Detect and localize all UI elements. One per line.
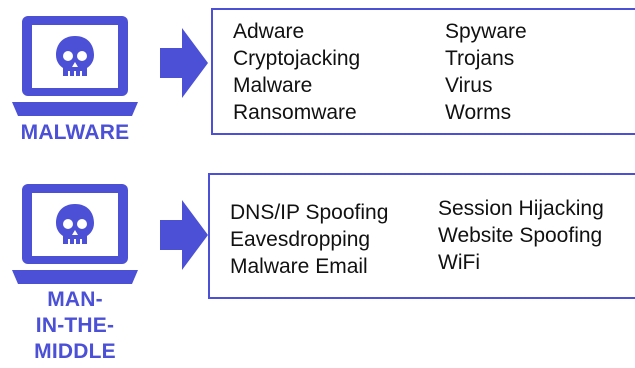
- skull-icon: [56, 36, 94, 76]
- list-item: Ransomware: [233, 101, 357, 124]
- malware-types-col-2: Spyware Trojans Virus Worms: [445, 18, 527, 126]
- malware-types-col-1: Adware Cryptojacking Malware Ransomware: [233, 18, 360, 126]
- list-item: Worms: [445, 101, 512, 124]
- arrow-right-icon: [160, 28, 208, 103]
- list-item: WiFi: [438, 251, 480, 274]
- list-item: Spyware: [445, 20, 527, 43]
- malware-types-box: Adware Cryptojacking Malware Ransomware …: [211, 8, 635, 135]
- malware-label: MALWARE: [20, 121, 130, 144]
- arrow-right-icon: [160, 200, 208, 275]
- mitm-label-line: MIDDLE: [34, 340, 116, 363]
- mitm-types-col-2: Session Hijacking Website Spoofing WiFi: [438, 195, 604, 276]
- list-item: Malware: [233, 74, 313, 97]
- list-item: Adware: [233, 20, 305, 43]
- list-item: Website Spoofing: [438, 224, 603, 247]
- mitm-laptop-icon: [10, 182, 140, 288]
- list-item: Malware Email: [230, 255, 368, 278]
- mitm-label-line: MAN-: [47, 288, 103, 311]
- list-item: Virus: [445, 74, 493, 97]
- mitm-label-line: IN-THE-: [35, 314, 115, 337]
- mitm-label: MAN- IN-THE- MIDDLE: [10, 287, 140, 365]
- list-item: DNS/IP Spoofing: [230, 201, 389, 224]
- list-item: Trojans: [445, 47, 515, 70]
- malware-laptop-icon: [10, 14, 140, 120]
- list-item: Cryptojacking: [233, 47, 361, 70]
- list-item: Session Hijacking: [438, 197, 604, 220]
- skull-icon: [56, 204, 94, 244]
- mitm-types-box: DNS/IP Spoofing Eavesdropping Malware Em…: [208, 173, 635, 299]
- mitm-types-col-1: DNS/IP Spoofing Eavesdropping Malware Em…: [230, 199, 388, 280]
- list-item: Eavesdropping: [230, 228, 371, 251]
